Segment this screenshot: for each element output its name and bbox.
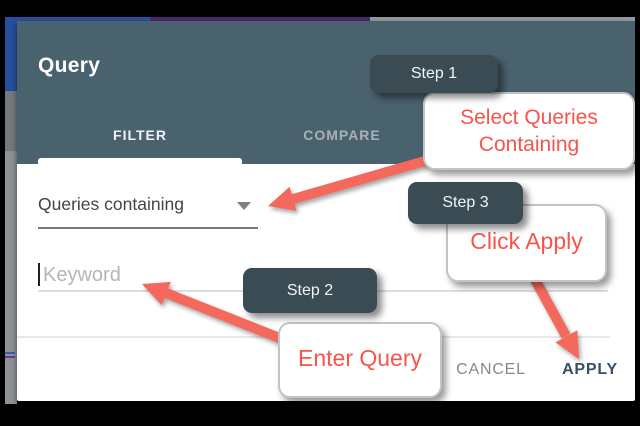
background-grey-strip bbox=[370, 17, 635, 22]
background-left-blue-block bbox=[5, 17, 17, 91]
background-chart-purple-strip bbox=[150, 17, 370, 22]
select-underline bbox=[38, 227, 258, 229]
tab-compare[interactable]: COMPARE bbox=[303, 127, 381, 143]
step-2-badge: Step 2 bbox=[243, 268, 377, 313]
text-cursor bbox=[38, 263, 40, 286]
background-chart-blue-strip bbox=[5, 17, 150, 22]
query-type-select[interactable]: Queries containing bbox=[38, 194, 184, 214]
step-1-badge: Step 1 bbox=[370, 55, 498, 93]
background-left-grey-dark bbox=[5, 91, 17, 151]
chevron-down-icon[interactable] bbox=[237, 202, 251, 210]
callout-select-queries: Select Queries Containing bbox=[423, 92, 635, 170]
background-chart-line-blue bbox=[5, 352, 15, 354]
step-3-badge: Step 3 bbox=[408, 182, 523, 224]
dialog-title: Query bbox=[38, 54, 101, 77]
apply-button[interactable]: APPLY bbox=[548, 357, 632, 383]
background-chart-line-purple bbox=[5, 356, 15, 358]
background-left-grey bbox=[5, 151, 17, 404]
cancel-button[interactable]: CANCEL bbox=[443, 357, 539, 383]
callout-enter-query: Enter Query bbox=[278, 322, 442, 398]
tab-filter[interactable]: FILTER bbox=[113, 127, 167, 143]
active-tab-indicator bbox=[38, 158, 242, 164]
